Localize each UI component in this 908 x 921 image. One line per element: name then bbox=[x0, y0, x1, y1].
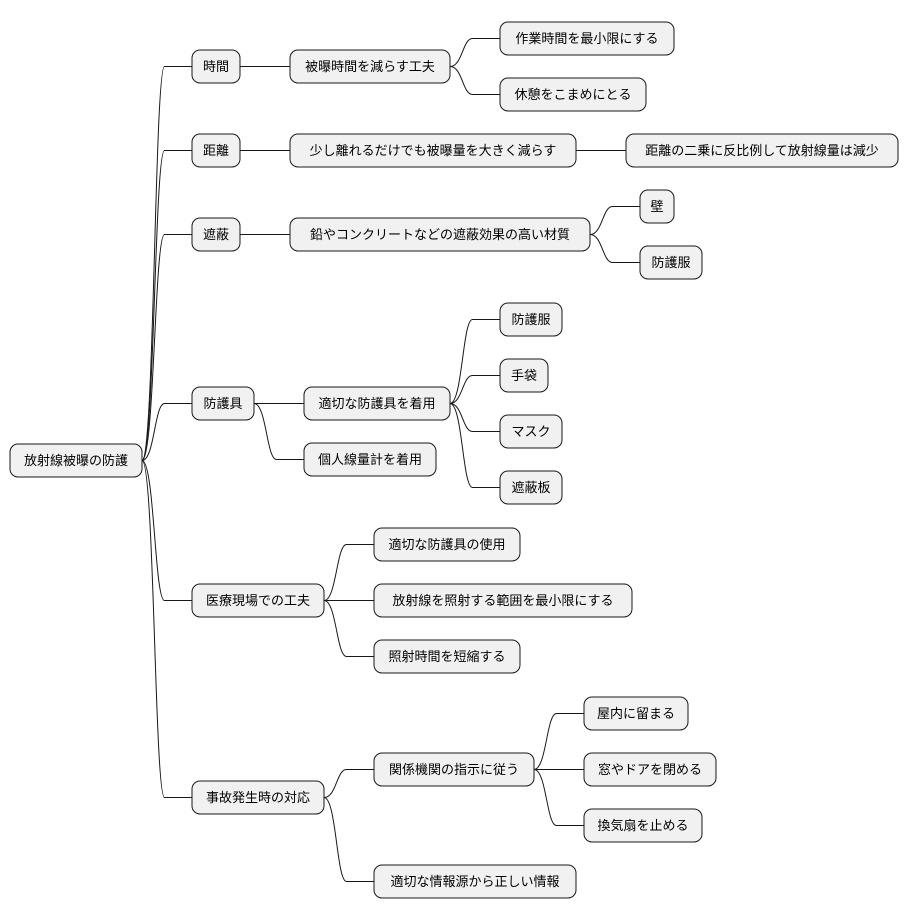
connector-shield-materials-to-protective-suit bbox=[589, 234, 640, 263]
node-distance-label: 距離 bbox=[203, 144, 229, 159]
connector-root-to-distance bbox=[141, 150, 192, 461]
node-medical: 医療現場での工夫 bbox=[191, 583, 325, 618]
node-shielding: 遮蔽 bbox=[191, 217, 241, 252]
node-inverse-square: 距離の二乗に反比例して放射線量は減少 bbox=[625, 133, 899, 168]
connector-protective-equipment-to-dosimeter bbox=[253, 403, 304, 460]
node-mask: マスク bbox=[499, 414, 563, 449]
node-reduce-exposure-time: 被曝時間を減らす工夫 bbox=[289, 49, 451, 84]
node-take-breaks: 休憩をこまめにとる bbox=[499, 77, 647, 112]
node-equip-suit: 防護服 bbox=[499, 302, 563, 337]
connector-root-to-time bbox=[141, 66, 192, 461]
node-shield-materials: 鉛やコンクリートなどの遮蔽効果の高い材質 bbox=[289, 217, 591, 252]
node-dosimeter: 個人線量計を着用 bbox=[303, 442, 437, 477]
node-accident: 事故発生時の対応 bbox=[191, 780, 325, 815]
node-minimize-area-label: 放射線を照射する範囲を最小限にする bbox=[392, 593, 613, 609]
node-time-label: 時間 bbox=[203, 60, 229, 75]
node-move-away-label: 少し離れるだけでも被曝量を大きく減らす bbox=[310, 143, 557, 159]
node-use-equipment-label: 適切な防護具の使用 bbox=[388, 537, 505, 553]
node-stay-indoors-label: 屋内に留まる bbox=[597, 706, 675, 722]
connector-wear-equipment-to-shield-plate bbox=[449, 403, 500, 488]
connector-root-to-protective-equipment bbox=[141, 403, 192, 461]
node-minimize-work-time: 作業時間を最小限にする bbox=[499, 21, 675, 56]
node-dosimeter-label: 個人線量計を着用 bbox=[318, 452, 422, 468]
node-follow-instructions: 関係機関の指示に従う bbox=[373, 752, 535, 787]
node-protective-suit-label: 防護服 bbox=[651, 255, 690, 271]
node-reliable-info: 適切な情報源から正しい情報 bbox=[373, 864, 577, 899]
node-time: 時間 bbox=[191, 49, 241, 84]
node-stop-fan: 換気扇を止める bbox=[583, 808, 703, 843]
node-gloves-label: 手袋 bbox=[511, 369, 537, 384]
node-medical-label: 医療現場での工夫 bbox=[206, 594, 310, 609]
node-shielding-label: 遮蔽 bbox=[203, 227, 229, 243]
node-distance: 距離 bbox=[191, 133, 241, 168]
node-wear-equipment-label: 適切な防護具を着用 bbox=[318, 396, 435, 412]
node-shield-plate-label: 遮蔽板 bbox=[511, 480, 550, 496]
node-mask-label: マスク bbox=[511, 425, 550, 440]
node-stop-fan-label: 換気扇を止める bbox=[597, 818, 688, 834]
node-gloves: 手袋 bbox=[499, 358, 549, 393]
node-equip-suit-label: 防護服 bbox=[511, 312, 550, 328]
connector-follow-instructions-to-stay-indoors bbox=[533, 713, 584, 770]
connector-lines bbox=[141, 38, 640, 882]
connector-wear-equipment-to-gloves bbox=[449, 375, 500, 404]
node-wall-label: 壁 bbox=[650, 200, 663, 215]
node-stay-indoors: 屋内に留まる bbox=[583, 696, 689, 731]
node-wear-equipment: 適切な防護具を着用 bbox=[303, 386, 451, 421]
node-shield-materials-label: 鉛やコンクリートなどの遮蔽効果の高い材質 bbox=[310, 227, 570, 243]
connector-follow-instructions-to-stop-fan bbox=[533, 769, 584, 826]
node-minimize-work-time-label: 作業時間を最小限にする bbox=[515, 31, 658, 47]
node-shorten-time-label: 照射時間を短縮する bbox=[388, 649, 505, 665]
node-protective-equipment: 防護具 bbox=[191, 386, 255, 421]
connector-reduce-exposure-time-to-minimize-work-time bbox=[449, 38, 500, 67]
node-move-away: 少し離れるだけでも被曝量を大きく減らす bbox=[289, 133, 577, 168]
connector-medical-to-shorten-time bbox=[323, 600, 374, 657]
node-shorten-time: 照射時間を短縮する bbox=[373, 639, 521, 674]
node-protective-equipment-label: 防護具 bbox=[203, 396, 242, 412]
connector-medical-to-use-equipment bbox=[323, 544, 374, 601]
node-wall: 壁 bbox=[639, 189, 675, 224]
node-reduce-exposure-time-label: 被曝時間を減らす工夫 bbox=[305, 59, 435, 75]
node-reliable-info-label: 適切な情報源から正しい情報 bbox=[390, 874, 559, 890]
connector-root-to-accident bbox=[141, 460, 192, 798]
node-protective-suit: 防護服 bbox=[639, 245, 703, 280]
connector-root-to-shielding bbox=[141, 234, 192, 461]
node-close-windows: 窓やドアを閉める bbox=[583, 752, 717, 787]
node-shield-plate: 遮蔽板 bbox=[499, 470, 563, 505]
connector-shield-materials-to-wall bbox=[589, 206, 640, 235]
connector-wear-equipment-to-mask bbox=[449, 403, 500, 432]
connector-root-to-medical bbox=[141, 460, 192, 601]
node-use-equipment: 適切な防護具の使用 bbox=[373, 527, 521, 562]
connector-wear-equipment-to-equip-suit bbox=[449, 319, 500, 404]
connector-accident-to-follow-instructions bbox=[323, 769, 374, 798]
node-root: 放射線被曝の防護 bbox=[9, 443, 143, 478]
mindmap-nodes: 放射線被曝の防護 時間 被曝時間を減らす工夫 作業時間を最小限にする 休憩をこま… bbox=[9, 21, 899, 899]
node-minimize-area: 放射線を照射する範囲を最小限にする bbox=[373, 583, 633, 618]
node-follow-instructions-label: 関係機関の指示に従う bbox=[389, 763, 519, 778]
node-root-label: 放射線被曝の防護 bbox=[24, 453, 128, 469]
connector-reduce-exposure-time-to-take-breaks bbox=[449, 66, 500, 95]
node-accident-label: 事故発生時の対応 bbox=[206, 791, 310, 806]
node-close-windows-label: 窓やドアを閉める bbox=[598, 762, 702, 778]
connector-accident-to-reliable-info bbox=[323, 797, 374, 882]
node-inverse-square-label: 距離の二乗に反比例して放射線量は減少 bbox=[645, 143, 879, 159]
node-take-breaks-label: 休憩をこまめにとる bbox=[514, 87, 631, 103]
